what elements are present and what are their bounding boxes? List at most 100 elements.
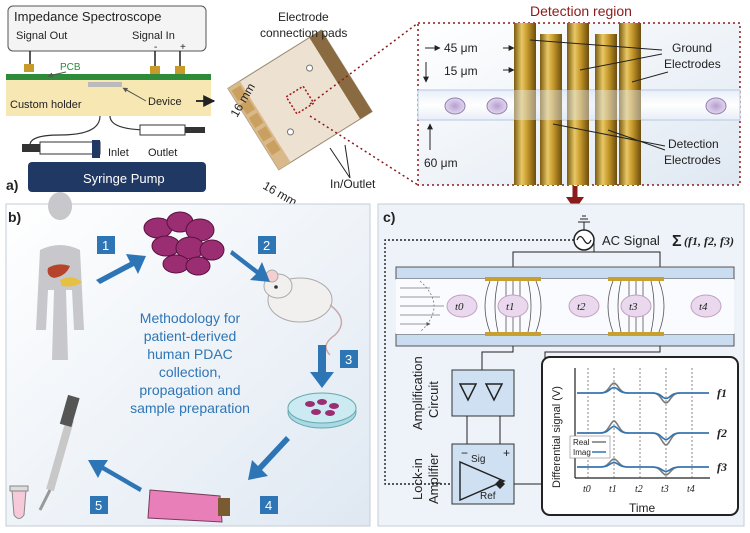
ref-label: Ref — [480, 491, 496, 502]
dim-15-label: 15 μm — [444, 64, 478, 78]
device-chip — [88, 82, 122, 87]
svg-text:patient-derived: patient-derived — [144, 328, 237, 344]
inlet-syringe — [39, 141, 101, 155]
svg-text:human PDAC: human PDAC — [147, 346, 233, 362]
detection-region-title: Detection region — [530, 3, 632, 19]
series-label-f1: f1 — [717, 386, 727, 400]
lockin-label-1: Lock-in — [410, 458, 425, 500]
device-label: Device — [148, 96, 182, 108]
ground-electrodes-line2: Electrodes — [664, 57, 721, 71]
pads-label-line1: Electrode — [278, 10, 329, 24]
detection-electrodes-line1: Detection — [668, 137, 719, 151]
chart-x-tick-label: t0 — [583, 484, 591, 495]
device-chip-photo — [227, 29, 373, 171]
electrode-bottom-1 — [485, 332, 541, 336]
spectroscope-box — [7, 5, 207, 52]
outlet-syringe — [139, 124, 186, 136]
chart-ylabel: Differential signal (V) — [551, 386, 563, 488]
sigma-symbol: Σ — [672, 233, 682, 250]
amplification-label-1: Amplification — [410, 356, 425, 430]
panel-a: Impedance Spectroscope Signal Out Signal… — [6, 3, 741, 210]
time-label-t3: t3 — [629, 301, 638, 313]
culture-flask-icon — [147, 489, 230, 523]
legend-imag: Imag — [573, 448, 591, 457]
spectroscope-title: Impedance Spectroscope — [14, 9, 161, 24]
amplification-circuit-box — [451, 369, 515, 417]
chart-x-tick-label: t2 — [635, 484, 643, 495]
amplification-label-2: Circuit — [426, 381, 441, 418]
series-label-f2: f2 — [717, 426, 727, 440]
panel-a-label: a) — [6, 177, 18, 193]
electrode-top-2 — [608, 277, 664, 281]
lockin-minus: − — [461, 446, 468, 460]
tumor-cell-cluster — [143, 211, 225, 276]
channel-bottom-wall — [395, 333, 735, 347]
plus-sign: + — [180, 42, 186, 53]
freq-args: (f1, f2, f3) — [684, 234, 734, 248]
chart-x-tick-label: t4 — [687, 484, 695, 495]
ground-electrodes-line1: Ground — [672, 41, 712, 55]
pads-label-line2: connection pads — [260, 26, 347, 40]
chart-xlabel: Time — [629, 501, 656, 515]
connector — [150, 66, 160, 74]
pipette-icon — [38, 394, 80, 511]
ac-signal-label: AC Signal — [602, 233, 660, 248]
svg-text:collection,: collection, — [159, 364, 221, 380]
custom-holder-label: Custom holder — [10, 99, 82, 111]
electrode-top-1 — [485, 277, 541, 281]
chart-x-tick-label: t1 — [609, 484, 617, 495]
chart-series-imag — [577, 386, 709, 400]
connector — [175, 66, 185, 74]
chart-series-imag — [577, 425, 709, 441]
panel-b: b) — [5, 192, 371, 527]
panel-c-label: c) — [383, 209, 395, 225]
syringe-pump — [28, 162, 206, 192]
pancreas-icon — [60, 277, 82, 287]
dim-45-label: 45 μm — [444, 41, 478, 55]
svg-text:Methodology for: Methodology for — [140, 310, 241, 326]
step-5: 5 — [95, 498, 102, 513]
minus-sign: - — [154, 42, 157, 53]
electrodes — [514, 23, 641, 185]
signal-out-label: Signal Out — [16, 30, 67, 42]
electrode-bottom-2 — [608, 332, 664, 336]
flow-profile — [400, 280, 444, 333]
detection-electrodes-line2: Electrodes — [664, 153, 721, 167]
series-label-f3: f3 — [717, 460, 727, 474]
svg-text:sample preparation: sample preparation — [130, 400, 250, 416]
inlet-label: Inlet — [108, 147, 129, 159]
time-label-t1: t1 — [506, 301, 515, 313]
signal-chart: t0 t1 t2 t3 t4 — [574, 368, 710, 495]
mouse-icon — [263, 269, 343, 356]
time-label-t4: t4 — [699, 301, 708, 313]
panel-b-label: b) — [8, 209, 21, 225]
petri-dish-icon — [287, 392, 357, 429]
chart-x-tick-label: t3 — [661, 484, 669, 495]
step-2: 2 — [263, 238, 270, 253]
lockin-plus: + — [503, 446, 510, 460]
step-badges: 1 2 3 4 5 — [90, 236, 358, 514]
step-arrows — [88, 250, 334, 492]
liver-icon — [47, 264, 70, 278]
connector — [24, 64, 34, 72]
time-label-t2: t2 — [577, 301, 586, 313]
svg-text:propagation and: propagation and — [139, 382, 240, 398]
syringe-pump-label: Syringe Pump — [83, 171, 165, 186]
tube-icon — [9, 485, 29, 519]
channel-cells — [446, 294, 722, 318]
lockin-amplifier-box — [451, 443, 515, 505]
dim-60-label: 60 μm — [424, 156, 458, 170]
step-1: 1 — [102, 238, 109, 253]
legend-real: Real — [573, 438, 590, 447]
methodology-text: Methodology for patient-derived human PD… — [130, 310, 250, 416]
step-4: 4 — [265, 498, 272, 513]
in-outlet-label: In/Outlet — [330, 177, 376, 191]
chart-legend: Real Imag — [569, 435, 611, 459]
step-3: 3 — [345, 352, 352, 367]
pcb-board — [6, 74, 211, 80]
lockin-label-2: Amplifier — [426, 453, 441, 504]
pcb-label: PCB — [60, 62, 81, 73]
channel-top-wall — [395, 266, 735, 280]
sig-label: Sig — [471, 454, 485, 465]
